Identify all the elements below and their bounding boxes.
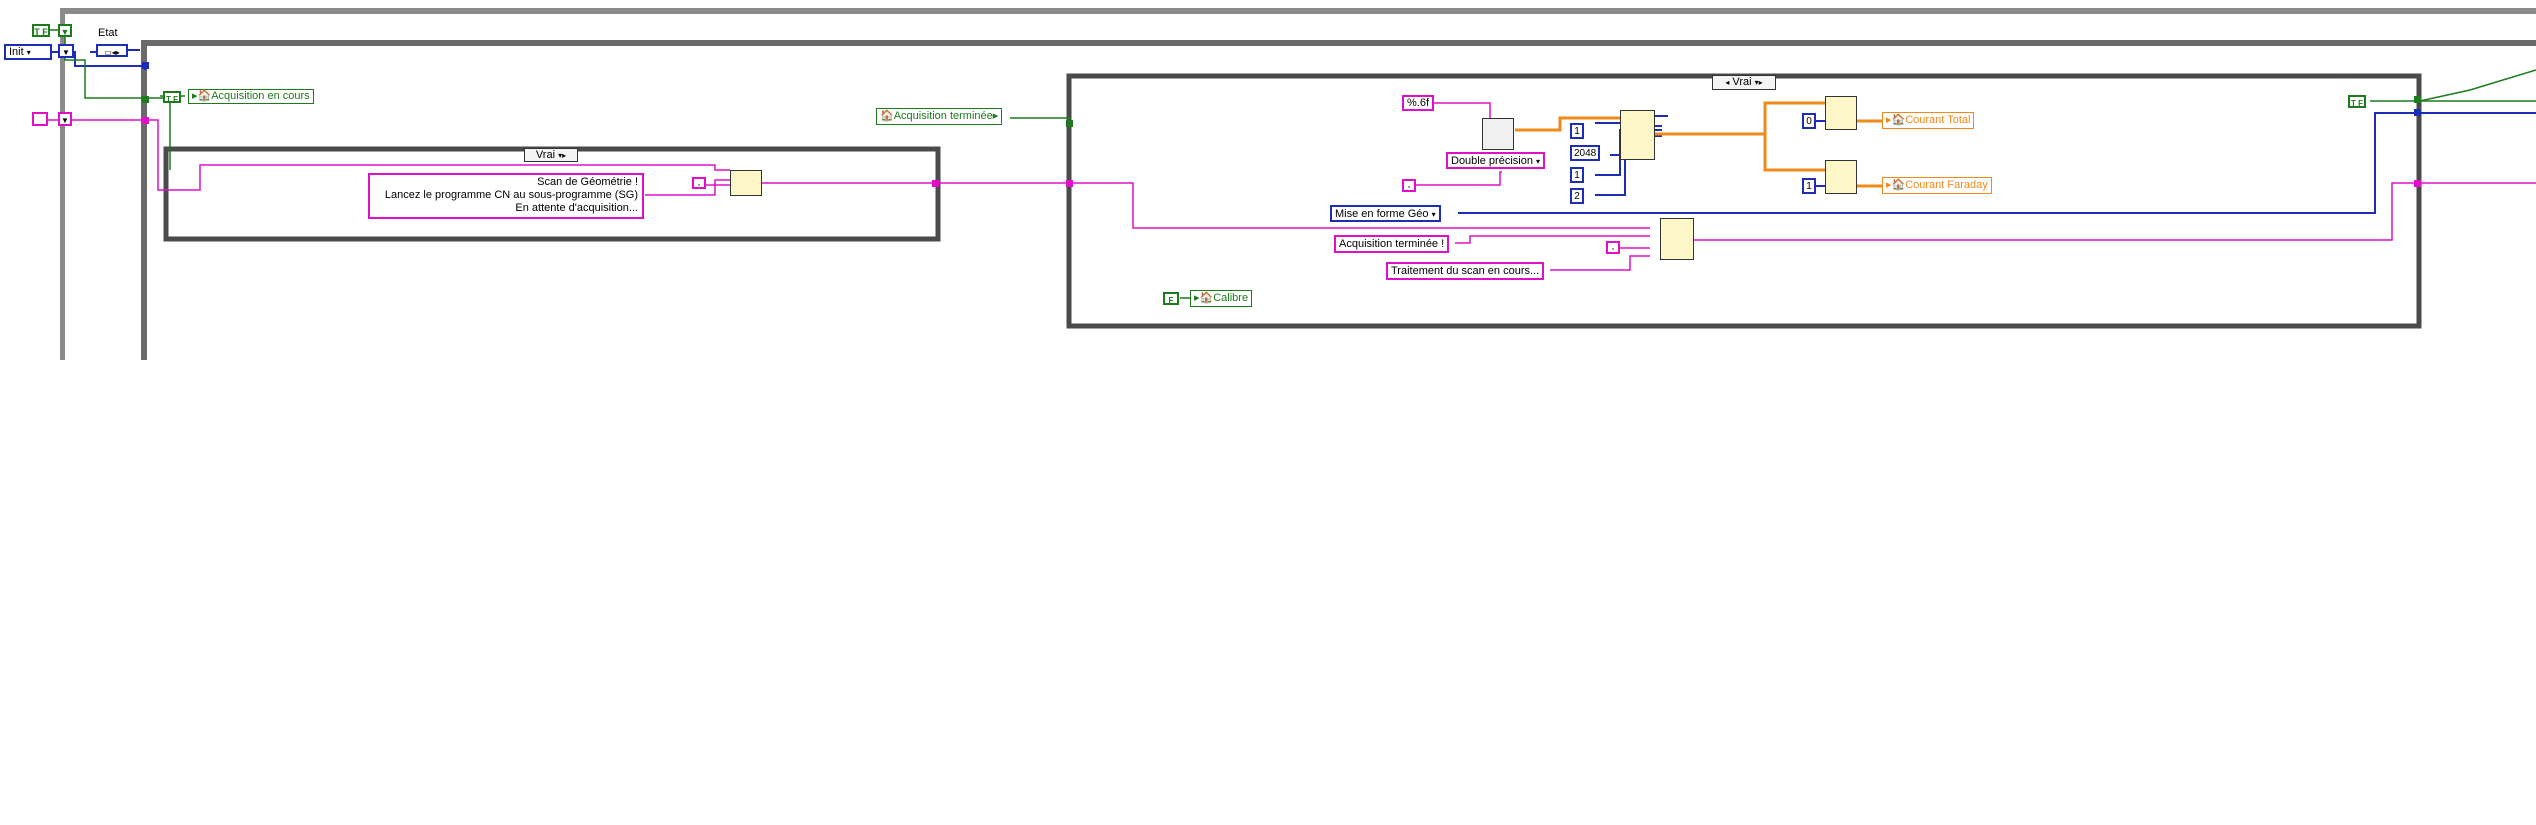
message-line-2: Lancez le programme CN au sous-programme… [384,189,638,201]
local-var-label: Acquisition terminée [893,110,993,122]
case-selector-label: Vrai [535,149,556,161]
bundle-by-name-node[interactable] [1660,218,1694,260]
bool-true-constant[interactable]: T F [163,91,181,104]
acq-terminee-label: Acquisition terminée ! [1339,238,1445,250]
format-string-label: %.6f [1407,97,1430,109]
chevron-down-icon: ▾ [26,48,31,57]
right-enum-tunnel [2414,109,2421,116]
string-shift-register-icon[interactable] [32,112,48,126]
state-label: Etat [98,27,118,39]
index-array-node-faraday[interactable] [1825,160,1857,194]
local-variable-acq-en-cours[interactable]: ▸🏠Acquisition en cours [188,89,314,104]
mise-en-forme-enum-constant[interactable]: Mise en forme Géo ▾ [1330,205,1441,222]
init-enum-label: Init [9,46,24,58]
chevron-left-icon: ◂ [1725,78,1730,87]
inner-case-selector-left[interactable]: Vrai ▾▸ [524,148,578,162]
bool-tunnel [142,96,149,103]
mise-en-forme-label: Mise en forme Géo [1335,208,1429,220]
index-constant-2048[interactable]: 2048 [1570,145,1600,161]
array-subset-node[interactable] [1620,110,1655,160]
local-var-label: Calibre [1213,292,1249,304]
traitement-label: Traitement du scan en cours... [1391,265,1540,277]
local-var-label: Acquisition en cours [211,90,310,102]
index-constant-2[interactable]: 2 [1570,188,1584,204]
case-frame-top [141,40,2536,46]
outer-loop-left-edge [60,8,65,360]
outer-loop-top-edge [60,8,2536,14]
bool-shift-register[interactable]: ▼ [58,24,72,37]
double-precision-label: Double précision [1451,155,1533,167]
local-var-label: Courant Total [1905,114,1971,126]
chevron-down-icon: ▾▸ [558,151,567,160]
case-output-tunnel [932,180,939,187]
index-constant-1[interactable]: 1 [1570,123,1584,139]
chevron-down-icon: ▾ [1431,210,1436,219]
local-variable-courant-total[interactable]: ▸🏠Courant Total [1882,112,1975,129]
bool-constant-label: T F [34,27,48,37]
inner-case-selector-right[interactable]: ◂ Vrai ▾▸ [1712,75,1776,90]
traitement-string-constant[interactable]: Traitement du scan en cours... [1386,262,1545,280]
index-constant-1c[interactable]: 1 [1802,178,1816,194]
local-variable-courant-faraday[interactable]: ▸🏠Courant Faraday [1882,177,1992,194]
chevron-down-icon: ▾ [1536,157,1541,166]
case-frame-left [141,40,147,360]
empty-string-constant[interactable]: ▫ [692,177,706,189]
right-string-tunnel [2414,180,2421,187]
message-string-constant[interactable]: Scan de Géométrie ! Lancez le programme … [368,173,644,219]
empty-string-constant-2[interactable]: ▫ [1606,241,1620,254]
read-spreadsheet-file-icon[interactable] [1482,118,1514,150]
string-tunnel [142,117,149,124]
init-enum-constant[interactable]: Init ▾ [4,44,52,60]
bool-true-constant-right[interactable]: T F [2348,95,2366,108]
double-precision-constant[interactable]: Double précision ▾ [1446,152,1546,169]
right-case-input-tunnel [1066,180,1073,187]
bool-false-label: F [1168,296,1174,305]
enum-shift-register[interactable]: ▼ [58,44,74,58]
right-case-bool-tunnel [1066,120,1073,127]
bool-constant-tf[interactable]: T F [32,24,50,37]
inner-case-right [1066,73,2422,329]
bool-false-constant[interactable]: F [1163,292,1179,305]
message-line-1: Scan de Géométrie ! [537,176,638,188]
enum-tunnel [142,62,149,69]
right-bool-tunnel [2414,96,2421,103]
acq-terminee-string-constant[interactable]: Acquisition terminée ! [1334,235,1450,253]
message-line-3: En attente d'acquisition... [515,202,638,214]
chevron-down-icon: ▾▸ [1754,78,1763,87]
case-selector-label: Vrai [1732,76,1752,88]
index-constant-1b[interactable]: 1 [1570,167,1584,183]
local-var-label: Courant Faraday [1905,179,1988,191]
index-constant-0[interactable]: 0 [1802,113,1816,129]
state-indicator-icon[interactable]: ▭◂▸ [96,44,128,57]
format-string-constant[interactable]: %.6f [1402,95,1435,111]
local-variable-acq-terminee[interactable]: 🏠Acquisition terminée▸ [876,108,1003,125]
string-tunnel-icon[interactable]: ▼ [58,112,72,126]
local-variable-calibre[interactable]: ▸🏠Calibre [1190,290,1253,307]
empty-path-constant[interactable]: ▫ [1402,179,1416,192]
index-array-node-total[interactable] [1825,96,1857,130]
concatenate-strings-node[interactable] [730,170,762,196]
